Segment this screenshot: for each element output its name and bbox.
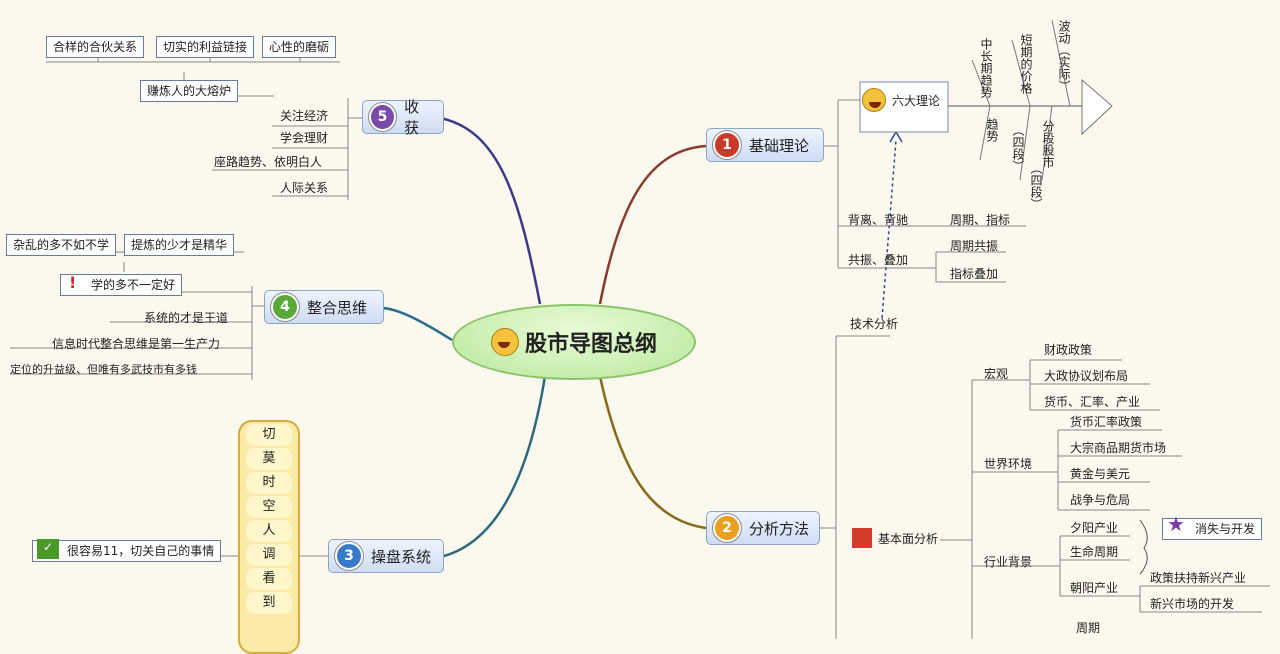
industry-item: 夕阳产业 [1070, 521, 1119, 535]
flag-icon [852, 528, 872, 548]
fish-bottom: （四段） [1011, 124, 1025, 172]
world-item: 货币汇率政策 [1070, 415, 1143, 429]
industry-label: 行业背景 [984, 555, 1033, 569]
branch-harvest[interactable]: 5 收获 [362, 98, 444, 137]
number-1-icon: 1 [713, 131, 741, 159]
harvest-item: 人际关系 [280, 181, 329, 195]
harvest-item: 关注经济 [280, 109, 329, 123]
integrate-top-1: 杂乱的多不如不学 [6, 234, 117, 256]
harvest-top-1: 合样的合伙关系 [46, 36, 145, 58]
macro-label: 宏观 [984, 367, 1009, 381]
sunrise-item: 新兴市场的开发 [1150, 597, 1235, 611]
sunrise-item: 政策扶持新兴产业 [1150, 571, 1247, 585]
integrate-item: 系统的才是王道 [144, 311, 229, 325]
star-node: ★ 消失与开发 [1162, 512, 1263, 540]
relation-left: 共振、叠加 [848, 253, 909, 267]
smiley-icon [490, 328, 519, 356]
branch-theory[interactable]: 1 基础理论 [706, 128, 824, 162]
integrate-item: 信息时代整合思维是第一生产力 [52, 337, 221, 351]
number-2-icon: 2 [713, 514, 741, 542]
macro-item: 大政协议划布局 [1044, 369, 1129, 383]
macro-item: 财政政策 [1044, 343, 1093, 357]
fish-top: 波动（实际） [1057, 20, 1071, 92]
cycle-bottom: 周期 [1076, 621, 1101, 635]
integrate-item: 定位的升益级、但唯有多武技市有多钱 [10, 363, 197, 376]
smiley-icon [862, 88, 886, 112]
integrate-warn: ! 学的多不一定好 [60, 273, 183, 296]
world-item: 大宗商品期货市场 [1070, 441, 1167, 455]
operate-check: ✓ 很容易11，切关自己的事情 [32, 539, 222, 562]
branch-operate[interactable]: 3 操盘系统 [328, 539, 444, 573]
exclamation-icon: ! [69, 273, 77, 292]
industry-item: 朝阳产业 [1070, 581, 1119, 595]
harvest-top-3: 心性的磨砺 [262, 36, 337, 58]
industry-item: 生命周期 [1070, 545, 1119, 559]
central-topic[interactable]: 股市导图总纲 [452, 304, 696, 380]
world-item: 黄金与美元 [1070, 467, 1131, 481]
relation-right: 周期、指标 [950, 213, 1011, 227]
fish-top: 短期的价格 [1019, 34, 1033, 94]
relation-left: 背离、背驰 [848, 213, 909, 227]
fish-bottom: 趋势 [985, 118, 999, 142]
branch-integrate[interactable]: 4 整合思维 [264, 290, 384, 324]
fish-bottom: （四段） [1029, 162, 1043, 210]
number-3-icon: 3 [335, 542, 363, 570]
harvest-item: 座路趋势、依明白人 [214, 155, 323, 169]
branch-analysis[interactable]: 2 分析方法 [706, 511, 820, 545]
harvest-item: 学会理财 [280, 131, 329, 145]
world-item: 战争与危局 [1070, 493, 1131, 507]
integrate-top-2: 提炼的少才是精华 [124, 234, 235, 256]
relation-right: 周期共振 [950, 239, 999, 253]
number-4-icon: 4 [271, 293, 299, 321]
harvest-mid: 赚炼人的大熔炉 [140, 80, 239, 102]
operate-column: 切 莫 时 空 人 调 看 到 [238, 420, 300, 654]
macro-item: 货币、汇率、产业 [1044, 395, 1141, 409]
tech-analysis: 技术分析 [850, 317, 899, 331]
fish-top: 中长期趋势 [979, 38, 993, 98]
harvest-top-2: 切实的利益链接 [156, 36, 255, 58]
fish-bottom: 分段股市 [1041, 120, 1055, 168]
relation-extra: 指标叠加 [950, 267, 999, 281]
star-icon: ★ [1167, 512, 1185, 536]
six-theories[interactable]: 六大理论 [862, 88, 940, 112]
checkmark-icon: ✓ [37, 539, 59, 559]
number-5-icon: 5 [369, 103, 397, 131]
world-label: 世界环境 [984, 457, 1033, 471]
fundamental-analysis[interactable]: 基本面分析 [852, 528, 938, 548]
